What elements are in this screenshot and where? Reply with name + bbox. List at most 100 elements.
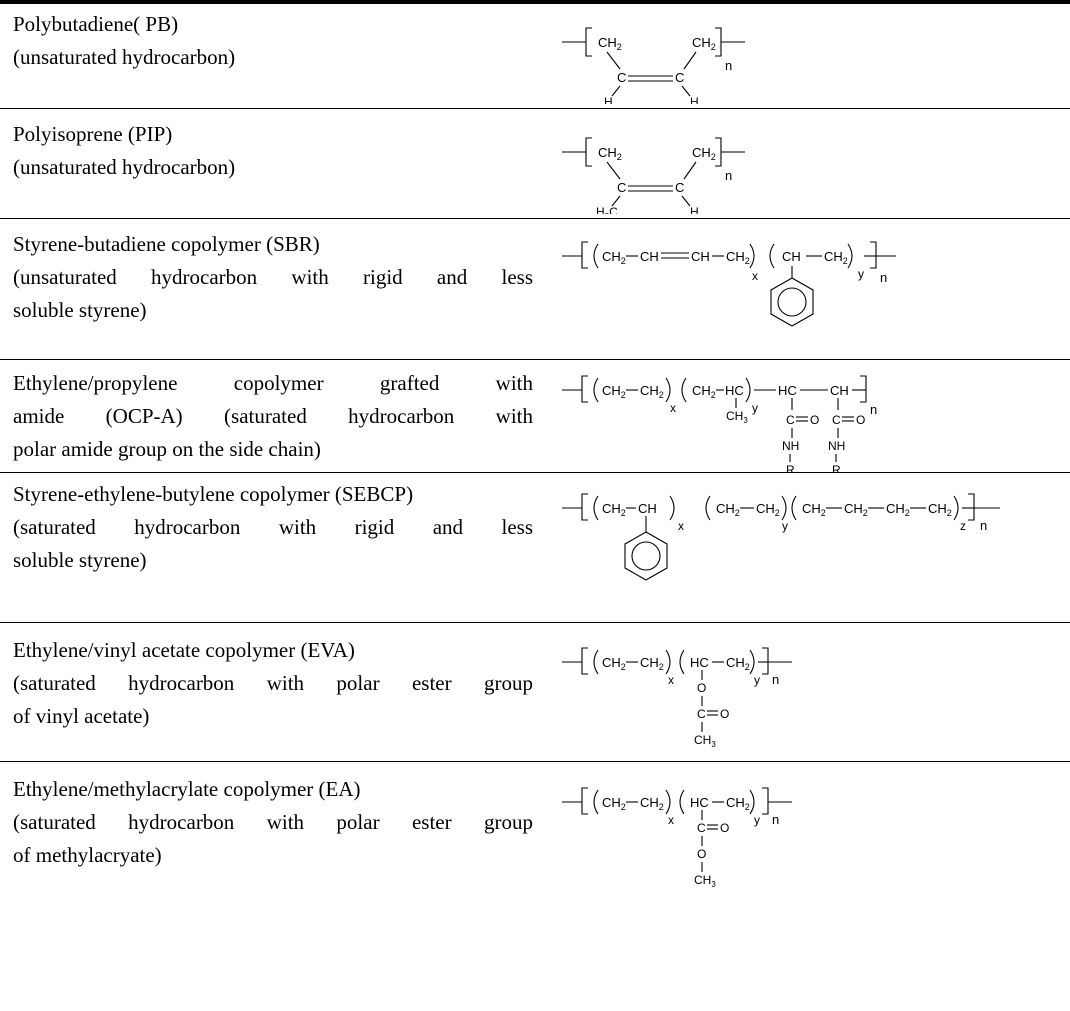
- svg-text:CH2: CH2: [692, 145, 716, 162]
- svg-text:CH3: CH3: [694, 733, 716, 749]
- row-separator: [0, 108, 1070, 109]
- pip-structure-formula: CH2 C C CH2 H3C H n: [562, 137, 745, 214]
- svg-text:C: C: [832, 413, 841, 427]
- svg-text:NH: NH: [782, 439, 799, 453]
- svg-text:CH2: CH2: [716, 501, 740, 518]
- svg-text:n: n: [725, 58, 732, 73]
- svg-text:y: y: [752, 401, 758, 415]
- svg-text:x: x: [678, 519, 684, 533]
- row-sbr-class-line1: (unsaturated hydrocarbon with rigid and …: [13, 265, 533, 289]
- svg-text:C: C: [697, 821, 706, 835]
- svg-text:CH2: CH2: [824, 249, 848, 266]
- row-sebcp-class-line1: (saturated hydrocarbon with rigid and le…: [13, 515, 533, 539]
- table-top-rule: [0, 0, 1070, 4]
- ocpa-structure-formula: CH2 CH2 x CH2 HC y CH3 HC CH n C O NH R …: [562, 375, 877, 473]
- sbr-structure-formula: CH2 CH CH CH2 x CH CH2 y n: [562, 241, 896, 327]
- svg-text:n: n: [772, 812, 779, 827]
- row-ea-description: Ethylene/methylacrylate copolymer (EA) (…: [13, 773, 533, 872]
- row-ocpa-name: Ethylene/propylene copolymer grafted wit…: [13, 371, 533, 395]
- svg-text:CH2: CH2: [726, 655, 750, 672]
- svg-text:C: C: [697, 707, 706, 721]
- svg-text:y: y: [858, 267, 864, 281]
- svg-text:x: x: [668, 813, 674, 827]
- row-ocpa-class-line2: polar amide group on the side chain): [13, 437, 321, 461]
- row-ocpa-class-line1: amide (OCP-A) (saturated hydrocarbon wit…: [13, 404, 533, 428]
- row-pb-name: Polybutadiene( PB): [13, 12, 179, 36]
- svg-text:HC: HC: [725, 383, 744, 398]
- svg-text:C: C: [786, 413, 795, 427]
- svg-text:CH2: CH2: [726, 249, 750, 266]
- svg-text:R: R: [832, 463, 841, 473]
- svg-text:CH2: CH2: [928, 501, 952, 518]
- row-separator: [0, 472, 1070, 473]
- svg-text:CH2: CH2: [640, 655, 664, 672]
- row-separator: [0, 359, 1070, 360]
- eva-structure-formula: CH2 CH2 x HC CH2 y n O C O CH3: [562, 647, 792, 749]
- ea-structure-formula: CH2 CH2 x HC CH2 y n C O O CH3: [562, 787, 792, 889]
- svg-text:CH2: CH2: [692, 383, 716, 400]
- svg-text:x: x: [752, 269, 758, 283]
- row-eva-class-line2: of vinyl acetate): [13, 704, 150, 728]
- svg-text:CH2: CH2: [802, 501, 826, 518]
- svg-text:CH3: CH3: [694, 873, 716, 889]
- svg-text:O: O: [810, 413, 819, 427]
- svg-text:CH2: CH2: [602, 795, 626, 812]
- svg-text:n: n: [725, 168, 732, 183]
- svg-text:H: H: [690, 205, 699, 214]
- row-separator: [0, 218, 1070, 219]
- row-sebcp-name: Styrene-ethylene-butylene copolymer (SEB…: [13, 482, 414, 506]
- svg-text:CH: CH: [640, 249, 659, 264]
- svg-text:H: H: [604, 95, 613, 104]
- svg-text:CH3: CH3: [726, 409, 748, 425]
- row-sbr-name: Styrene-butadiene copolymer (SBR): [13, 232, 320, 256]
- svg-text:R: R: [786, 463, 795, 473]
- svg-text:O: O: [856, 413, 865, 427]
- svg-text:CH2: CH2: [598, 145, 622, 162]
- row-eva-description: Ethylene/vinyl acetate copolymer (EVA) (…: [13, 634, 533, 733]
- row-eva-class-line1: (saturated hydrocarbon with polar ester …: [13, 671, 533, 695]
- row-eva-name: Ethylene/vinyl acetate copolymer (EVA): [13, 638, 355, 662]
- row-pb-class: (unsaturated hydrocarbon): [13, 45, 236, 69]
- svg-text:CH2: CH2: [602, 383, 626, 400]
- svg-text:CH2: CH2: [640, 383, 664, 400]
- svg-text:n: n: [772, 672, 779, 687]
- svg-text:n: n: [880, 270, 887, 285]
- svg-text:x: x: [668, 673, 674, 687]
- svg-text:CH2: CH2: [844, 501, 868, 518]
- svg-text:NH: NH: [828, 439, 845, 453]
- svg-text:C: C: [675, 180, 684, 195]
- row-sebcp-class-line2: soluble styrene): [13, 548, 147, 572]
- svg-text:CH2: CH2: [756, 501, 780, 518]
- row-ocpa-description: Ethylene/propylene copolymer grafted wit…: [13, 367, 533, 466]
- row-ea-class-line1: (saturated hydrocarbon with polar ester …: [13, 810, 533, 834]
- row-separator: [0, 761, 1070, 762]
- svg-text:O: O: [697, 681, 706, 695]
- svg-text:CH2: CH2: [726, 795, 750, 812]
- svg-text:C: C: [675, 70, 684, 85]
- svg-text:y: y: [782, 519, 788, 533]
- svg-text:CH2: CH2: [602, 501, 626, 518]
- svg-text:CH: CH: [638, 501, 657, 516]
- svg-text:CH: CH: [830, 383, 849, 398]
- row-pip-class: (unsaturated hydrocarbon): [13, 155, 236, 179]
- row-pip-name: Polyisoprene (PIP): [13, 122, 173, 146]
- svg-text:C: C: [617, 70, 626, 85]
- svg-text:O: O: [720, 821, 729, 835]
- row-sbr-class-line2: soluble styrene): [13, 298, 147, 322]
- svg-text:HC: HC: [690, 795, 709, 810]
- svg-text:O: O: [720, 707, 729, 721]
- row-ea-class-line2: of methylacryate): [13, 843, 162, 867]
- row-ea-name: Ethylene/methylacrylate copolymer (EA): [13, 777, 361, 801]
- svg-text:CH2: CH2: [602, 655, 626, 672]
- svg-text:CH: CH: [782, 249, 801, 264]
- svg-text:CH: CH: [691, 249, 710, 264]
- svg-text:H: H: [690, 95, 699, 104]
- row-sbr-description: Styrene-butadiene copolymer (SBR) (unsat…: [13, 228, 533, 327]
- svg-text:O: O: [697, 847, 706, 861]
- svg-text:CH2: CH2: [598, 35, 622, 52]
- row-pip-description: Polyisoprene (PIP) (unsaturated hydrocar…: [13, 118, 533, 184]
- svg-text:x: x: [670, 401, 676, 415]
- svg-text:CH2: CH2: [692, 35, 716, 52]
- svg-text:CH2: CH2: [640, 795, 664, 812]
- svg-text:n: n: [870, 402, 877, 417]
